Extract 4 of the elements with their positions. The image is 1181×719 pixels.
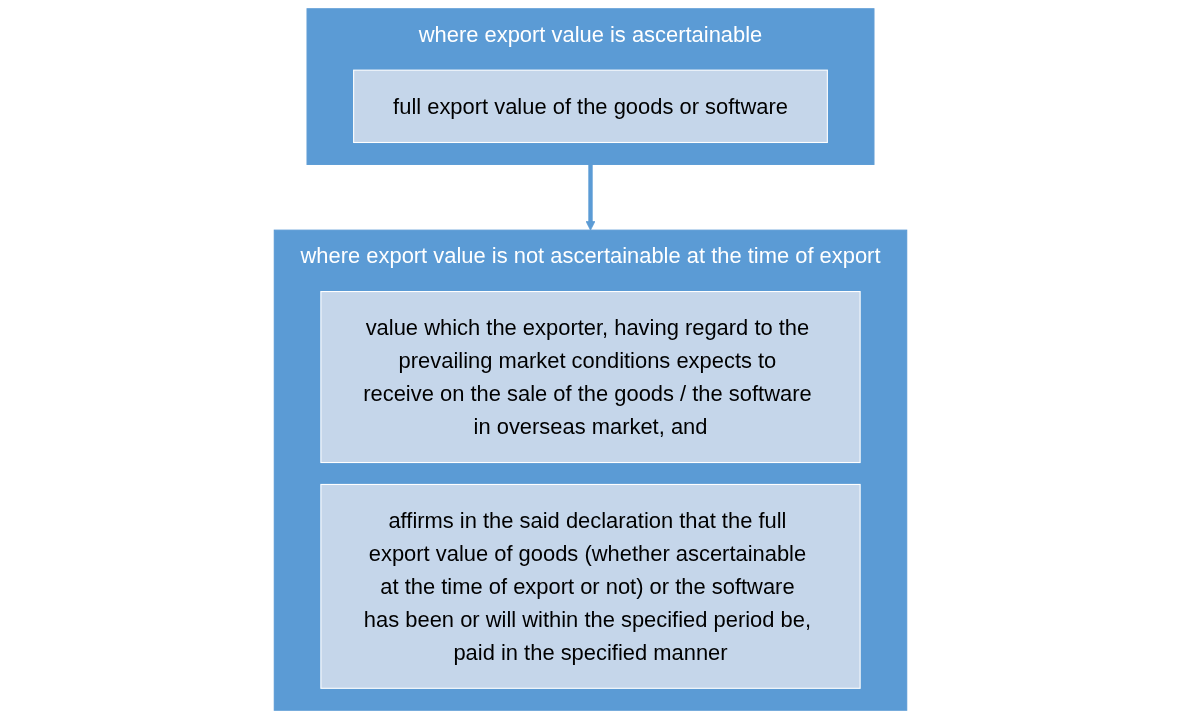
node-box: full export value of the goods or software — [353, 69, 828, 144]
node-box: affirms in the said declaration that the full export value of goods (whether ascertainable at the time of export or not) or the software has been or will within the specified period be, paid in the specified manner — [320, 483, 861, 689]
arrow — [585, 164, 596, 231]
node-box: value which the exporter, having regard to the prevailing market conditions expects to receive on the sale of the goods / the software in overseas market, and — [320, 291, 861, 464]
